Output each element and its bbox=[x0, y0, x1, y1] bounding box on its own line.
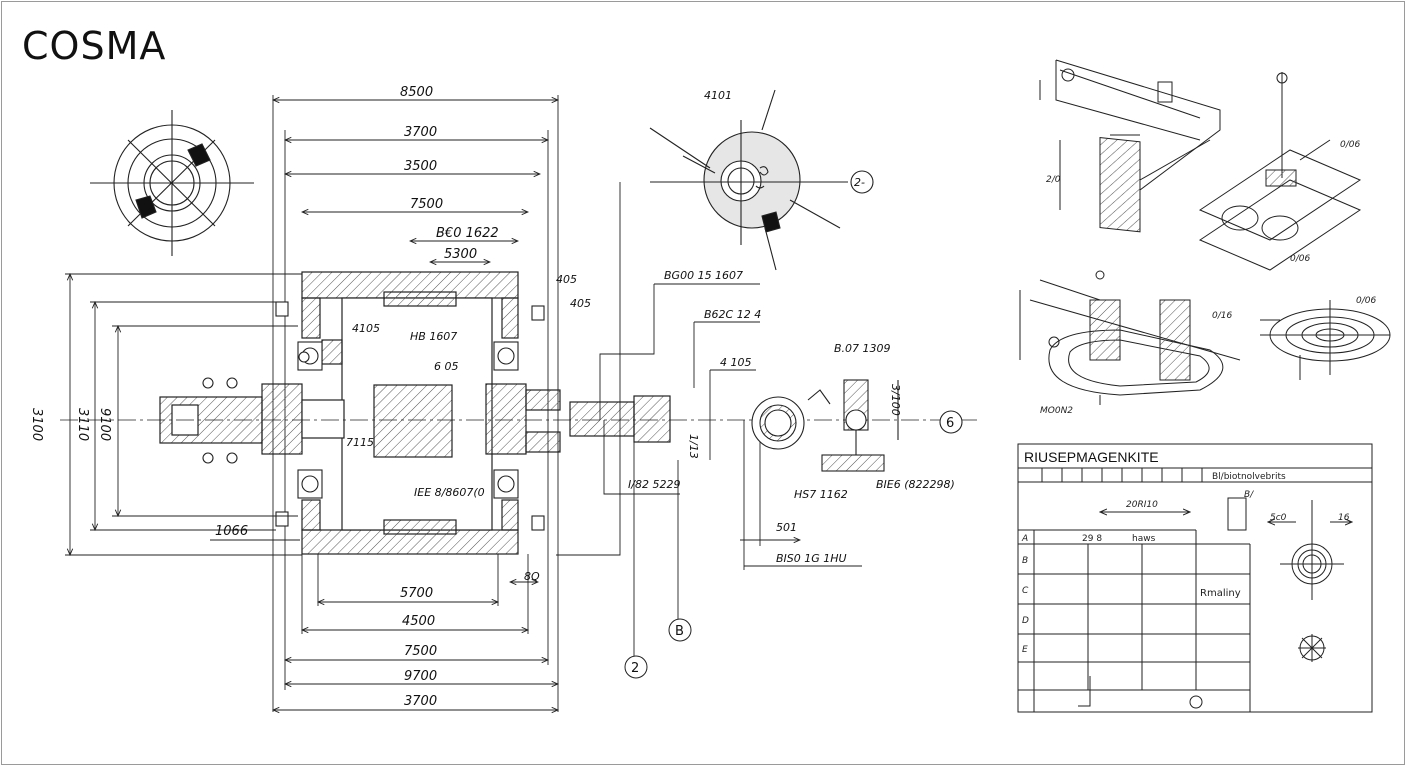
label-4105r: 4 105 bbox=[720, 356, 752, 369]
label-iso-5: 0/06 bbox=[1356, 296, 1376, 306]
row-mark-a: A bbox=[1021, 534, 1028, 544]
isometric-labels: MO0N2 2/0 0/06 0/06 0/16 0/06 bbox=[1040, 140, 1376, 416]
label-iso-2: 0/06 bbox=[1340, 140, 1360, 150]
main-housing bbox=[301, 271, 519, 555]
isometric-bracket bbox=[1039, 59, 1221, 233]
label-bie6: BIE6 (822298) bbox=[876, 478, 955, 491]
dim-7500b: 7500 bbox=[404, 644, 437, 659]
leader-lines bbox=[556, 182, 862, 658]
bearings bbox=[202, 301, 545, 531]
label-iso-3: 0/06 bbox=[1290, 254, 1310, 264]
isometric-plate bbox=[1198, 72, 1362, 271]
label-3100r: 3/100 bbox=[889, 384, 902, 416]
label-4105: 4105 bbox=[352, 322, 380, 335]
parts-table-col-2: haws bbox=[1132, 534, 1156, 544]
parts-table bbox=[1017, 443, 1373, 713]
label-mo0n2: MO0N2 bbox=[1040, 406, 1073, 416]
callout-circles bbox=[624, 618, 692, 679]
bottom-dimension-lines bbox=[273, 554, 558, 710]
detail-dim-3: B/ bbox=[1244, 490, 1254, 500]
flange-view bbox=[649, 89, 874, 271]
row-mark-d: D bbox=[1022, 616, 1029, 626]
left-vertical-labels: 3100 3110 9100 1066 bbox=[29, 408, 248, 539]
label-113: 1/13 bbox=[687, 434, 700, 459]
label-8q: 8Q bbox=[524, 570, 540, 583]
dim-9700: 9700 bbox=[404, 669, 437, 684]
label-i82: I/82 5229 bbox=[628, 478, 680, 491]
dim-3110: 3110 bbox=[75, 408, 90, 441]
key-block bbox=[135, 195, 157, 219]
parts-table-dim: 20RI10 bbox=[1126, 500, 1158, 510]
bottom-dimension-labels: 5700 4500 7500 9700 3700 bbox=[400, 586, 437, 709]
detail-dim-2: 16 bbox=[1338, 513, 1350, 523]
dim-3700b: 3700 bbox=[404, 694, 437, 709]
label-b62c: B62C 12 4 bbox=[704, 308, 761, 321]
label-hb1607: HB 1607 bbox=[410, 330, 457, 343]
dim-4500: 4500 bbox=[402, 614, 435, 629]
dim-5700: 5700 bbox=[400, 586, 433, 601]
parts-table-side-note: Rmaliny bbox=[1200, 588, 1241, 599]
label-605: 6 05 bbox=[434, 360, 459, 373]
parts-table-subtitle: Bl/biotnolvebrits bbox=[1212, 472, 1286, 482]
callout-2-top: 2- bbox=[854, 176, 865, 189]
main-shaft bbox=[60, 383, 980, 455]
parts-table-text: RIUSEPMAGENKITE Bl/biotnolvebrits 20RI10… bbox=[1021, 449, 1350, 655]
shaft-end-view bbox=[751, 379, 963, 472]
label-405a: 405 bbox=[556, 273, 577, 286]
label-hs7: HS7 1162 bbox=[794, 488, 848, 501]
label-b07: B.07 1309 bbox=[834, 342, 891, 355]
dim-3100: 3100 bbox=[29, 408, 44, 441]
label-7115: 7115 bbox=[346, 436, 374, 449]
drawing-title: COSMA bbox=[22, 24, 167, 68]
row-mark-c: C bbox=[1022, 586, 1029, 596]
key-block bbox=[187, 143, 211, 167]
label-bg00: BG00 15 1607 bbox=[664, 269, 743, 282]
dim-b60-1622: B€0 1622 bbox=[436, 226, 499, 241]
parts-table-title: RIUSEPMAGENKITE bbox=[1024, 449, 1159, 465]
row-mark-b: B bbox=[1022, 556, 1028, 566]
label-501: 501 bbox=[776, 521, 797, 534]
label-iee: IEE 8/8607(0 bbox=[414, 486, 485, 499]
left-vertical-dimensions bbox=[65, 274, 302, 555]
top-dimension-labels: 8500 3700 3500 7500 B€0 1622 5300 bbox=[400, 85, 499, 262]
dim-8500: 8500 bbox=[400, 85, 433, 100]
label-iso-4: 0/16 bbox=[1212, 311, 1232, 321]
shaft-dimension-labels: BG00 15 1607 B62C 12 4 4 105 B.07 1309 3… bbox=[628, 269, 955, 565]
label-bis0: BIS0 1G 1HU bbox=[776, 552, 847, 565]
parts-table-col-1: 29 8 bbox=[1082, 534, 1102, 544]
isometric-assembly bbox=[1019, 270, 1241, 405]
row-mark-e: E bbox=[1022, 645, 1028, 655]
dim-9100: 9100 bbox=[97, 408, 112, 441]
label-405b: 405 bbox=[570, 297, 591, 310]
dim-3700: 3700 bbox=[404, 125, 437, 140]
dim-5300: 5300 bbox=[444, 247, 477, 262]
top-left-circular-view bbox=[90, 110, 254, 256]
detail-dim-1: 5c0 bbox=[1270, 513, 1287, 523]
callout-2: 2 bbox=[631, 661, 639, 676]
label-iso-1: 2/0 bbox=[1046, 175, 1061, 185]
callout-6: 6 bbox=[946, 416, 954, 431]
dim-7500: 7500 bbox=[410, 197, 443, 212]
label-4101: 4101 bbox=[704, 89, 732, 102]
dim-3500: 3500 bbox=[404, 159, 437, 174]
dim-1066: 1066 bbox=[215, 524, 248, 539]
isometric-disk bbox=[1260, 300, 1391, 380]
callout-b: B bbox=[675, 624, 684, 639]
interior-labels: 4105 HB 1607 6 05 7115 IEE 8/8607(0 8Q 4… bbox=[346, 273, 591, 583]
